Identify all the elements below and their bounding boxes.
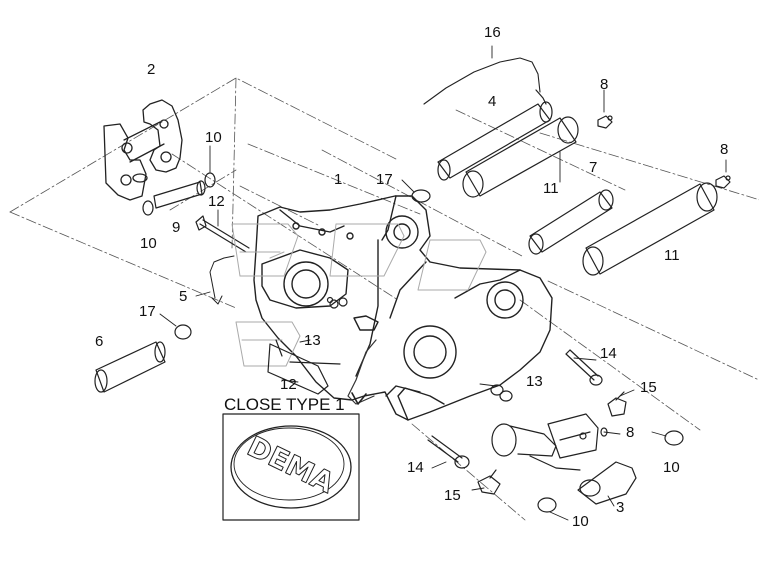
ring-part-10-c [664, 430, 684, 446]
callout-8c: 8 [626, 424, 635, 441]
watermark-outline [231, 223, 487, 367]
ring-part-17-a [174, 324, 192, 340]
assembly-guide-lines [9, 77, 759, 521]
callout-8b: 8 [720, 141, 729, 158]
main-body-part-1 [253, 195, 553, 421]
cable-part-16 [423, 57, 541, 105]
callout-16: 16 [484, 24, 501, 41]
callout-17a: 17 [376, 171, 393, 188]
cylinder-rod-part-4 [437, 101, 553, 181]
callout-10b: 10 [140, 235, 157, 252]
callout-1: 1 [334, 171, 343, 188]
callout-11a: 11 [543, 180, 559, 197]
hook-bracket-part [103, 99, 183, 201]
callout-13a: 13 [304, 332, 321, 349]
nut-part-13-a [329, 299, 339, 309]
grease-nipple-part-8-a [597, 115, 613, 129]
cylinder-part-3 [491, 413, 637, 505]
ring-part-10-b [204, 172, 216, 188]
callout-8a: 8 [600, 76, 609, 93]
detail-title: CLOSE TYPE 1 [224, 395, 345, 414]
callout-10d: 10 [572, 513, 589, 530]
callout-6: 6 [95, 333, 104, 350]
callout-10a: 10 [205, 129, 222, 146]
pin-part-7 [528, 189, 614, 255]
bolt-part-14-a [565, 349, 603, 386]
close-up-detail-frame: DEMA [222, 413, 360, 521]
callout-14a: 14 [600, 345, 617, 362]
callout-12b: 12 [280, 376, 297, 393]
ring-part-17-b [411, 189, 431, 203]
callout-13b: 13 [526, 373, 543, 390]
callout-3: 3 [616, 499, 625, 516]
ring-part-10-d [537, 497, 557, 513]
callout-17b: 17 [139, 303, 156, 320]
callout-14b: 14 [407, 459, 424, 476]
pin-part-6 [94, 341, 166, 393]
callout-15b: 15 [444, 487, 461, 504]
callout-2: 2 [147, 61, 156, 78]
callout-15a: 15 [640, 379, 657, 396]
plate-part-12-lower [267, 339, 341, 395]
callout-5: 5 [179, 288, 188, 305]
sleeve-part-11-a [462, 116, 579, 198]
leader-lines [159, 45, 727, 521]
callout-11b: 11 [664, 247, 680, 264]
fitting-part-15-a [607, 391, 627, 417]
spring-clip-part-5 [209, 255, 235, 299]
bolt-part-14-b [427, 435, 470, 469]
ring-part-10-a [142, 200, 154, 216]
pin-part-9 [153, 180, 206, 209]
callout-10c: 10 [663, 459, 680, 476]
bolt-part-12 [195, 215, 250, 253]
sleeve-part-11-b [582, 182, 718, 276]
grease-nipple-part-8-b [715, 175, 731, 189]
nut-part-13-b [490, 384, 504, 396]
callout-4: 4 [488, 93, 497, 110]
callout-9: 9 [172, 219, 181, 236]
fitting-part-15-b [477, 469, 501, 495]
callout-12a: 12 [208, 193, 225, 210]
callout-7: 7 [589, 159, 598, 176]
